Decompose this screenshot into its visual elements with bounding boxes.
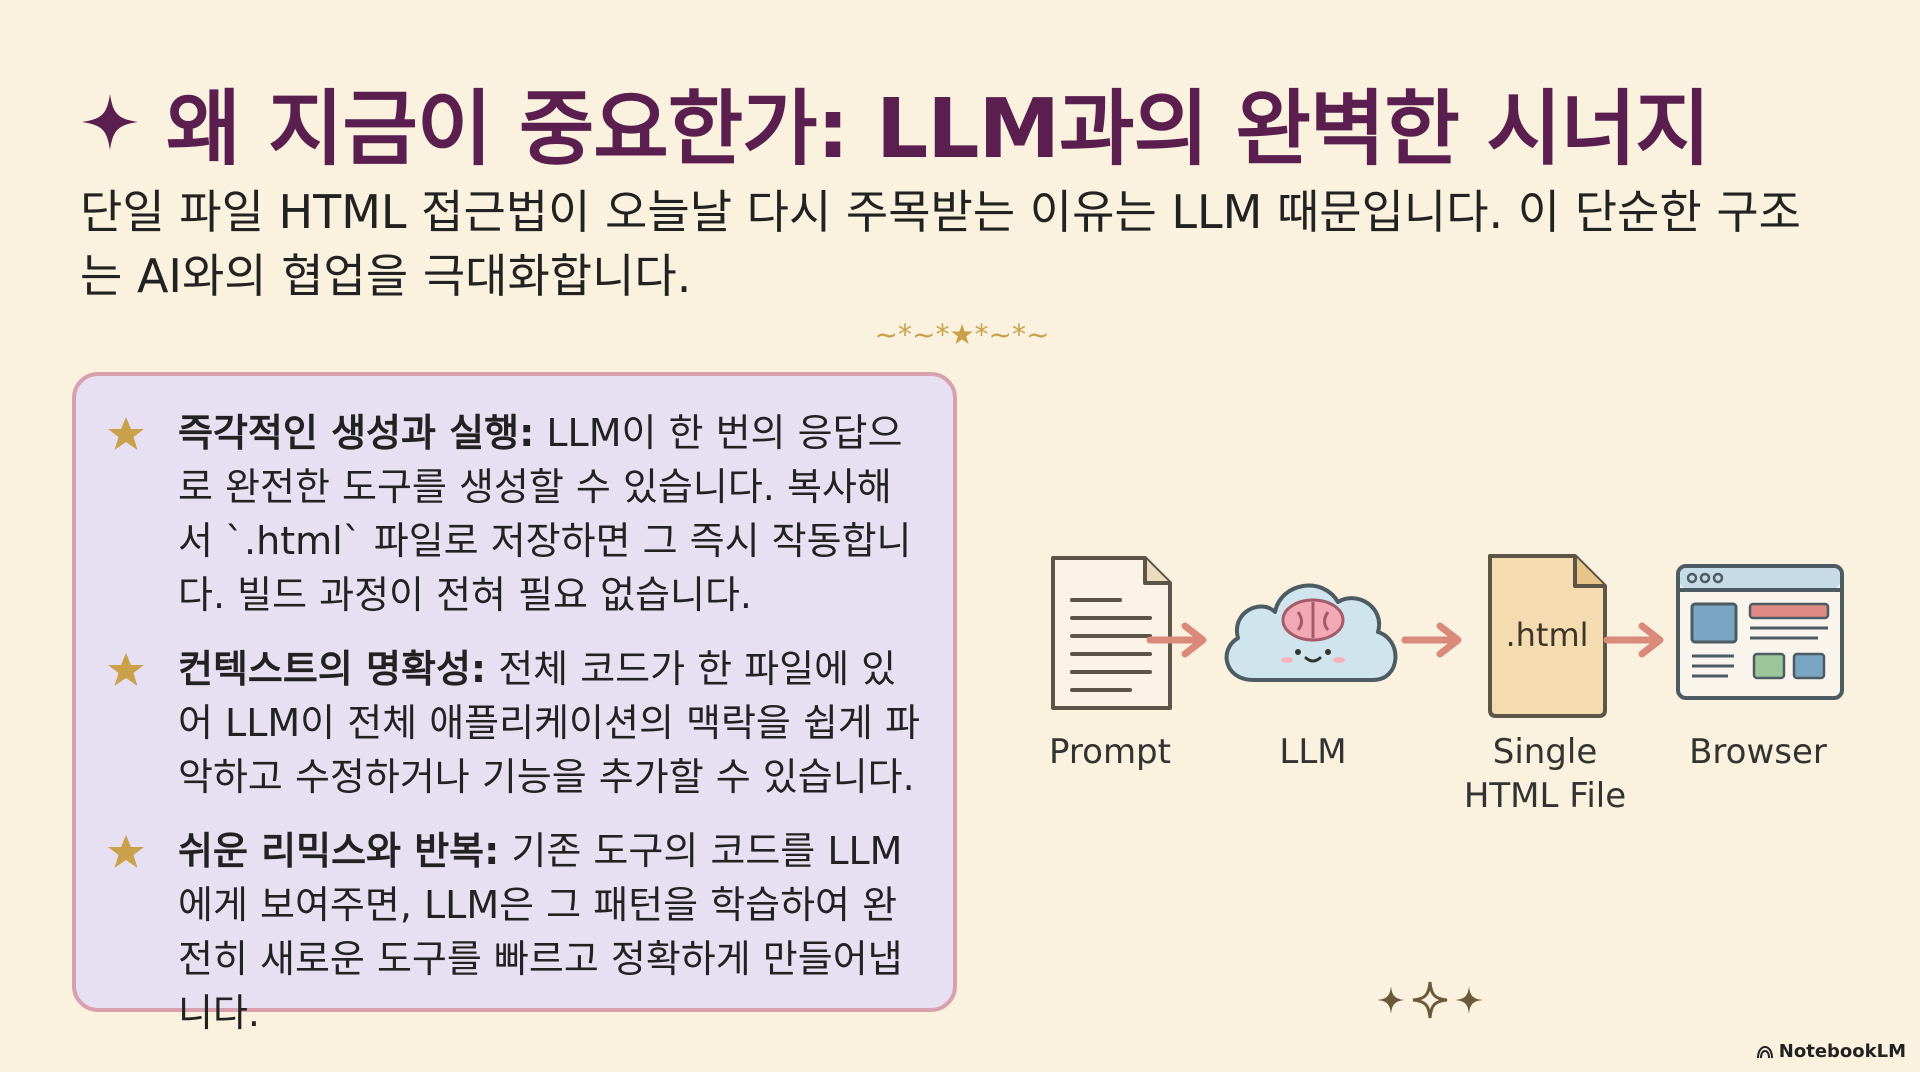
subtitle: 단일 파일 HTML 접근법이 오늘날 다시 주목받는 이유는 LLM 때문입니… — [80, 185, 1801, 303]
benefit-body: 기존 도구의 코드를 LLM에게 보여주면, LLM은 그 패턴을 학습하여 완… — [178, 829, 903, 1035]
star-icon — [108, 417, 144, 450]
flow-step-llm: LLM — [1213, 550, 1413, 772]
benefit-heading: 컨텍스트의 명확성: — [178, 647, 487, 691]
star-icon — [108, 653, 144, 686]
brand-watermark: NotebookLM — [1756, 1041, 1906, 1062]
flow-step-label: Prompt — [1049, 732, 1171, 772]
star-divider: ~*~*★*~*~ — [842, 314, 1082, 358]
flow-step-prompt: Prompt — [1010, 550, 1210, 772]
divider-ornament-icon: ~*~*★*~*~ — [875, 318, 1050, 351]
arrow-right-icon — [1146, 622, 1207, 658]
flow-step-label: Browser — [1689, 732, 1827, 772]
sparkles-icon — [1377, 981, 1483, 1019]
benefit-heading: 즉각적인 생성과 실행: — [178, 411, 535, 455]
html-file-icon: .html — [1488, 554, 1607, 718]
notebooklm-logo-icon — [1756, 1045, 1773, 1058]
browser-window-icon — [1676, 564, 1844, 700]
sparkle-icon — [82, 93, 138, 150]
divider-text: ~*~*★*~*~ — [875, 318, 1050, 351]
star-icon — [108, 835, 144, 868]
flow-step-html-file: .html Single HTML File — [1445, 550, 1645, 816]
flow-step-browser: Browser — [1658, 550, 1858, 772]
title-text: 왜 지금이 중요한가: LLM과의 완벽한 시너지 — [166, 82, 1711, 177]
benefit-body: LLM이 한 번의 응답으로 완전한 도구를 생성할 수 있습니다. 복사해서 … — [178, 411, 912, 617]
flow-step-label: LLM — [1279, 732, 1347, 772]
benefits-panel: 즉각적인 생성과 실행: LLM이 한 번의 응답으로 완전한 도구를 생성할 … — [72, 372, 957, 1035]
benefit-item-remix: 쉬운 리믹스와 반복: 기존 도구의 코드를 LLM에게 보여주면, LLM은 … — [106, 824, 923, 1040]
arrow-right-icon — [1401, 622, 1462, 658]
brain-cloud-icon — [1224, 583, 1398, 682]
workflow-diagram: Prompt LLM .html Single HTML File — [1010, 550, 1870, 830]
document-icon — [1051, 556, 1172, 710]
benefit-body: 전체 코드가 한 파일에 있어 LLM이 전체 애플리케이션의 맥락을 쉽게 파… — [178, 647, 920, 799]
benefit-item-context: 컨텍스트의 명확성: 전체 코드가 한 파일에 있어 LLM이 전체 애플리케이… — [106, 642, 923, 804]
brand-text: NotebookLM — [1778, 1041, 1906, 1062]
page-title: 왜 지금이 중요한가: LLM과의 완벽한 시너지 — [80, 62, 1711, 181]
html-file-text: .html — [1505, 616, 1588, 654]
arrow-right-icon — [1603, 622, 1664, 658]
benefit-item-instant: 즉각적인 생성과 실행: LLM이 한 번의 응답으로 완전한 도구를 생성할 … — [106, 406, 923, 622]
benefit-heading: 쉬운 리믹스와 반복: — [178, 829, 500, 873]
flow-step-label: Single HTML File — [1463, 732, 1627, 816]
